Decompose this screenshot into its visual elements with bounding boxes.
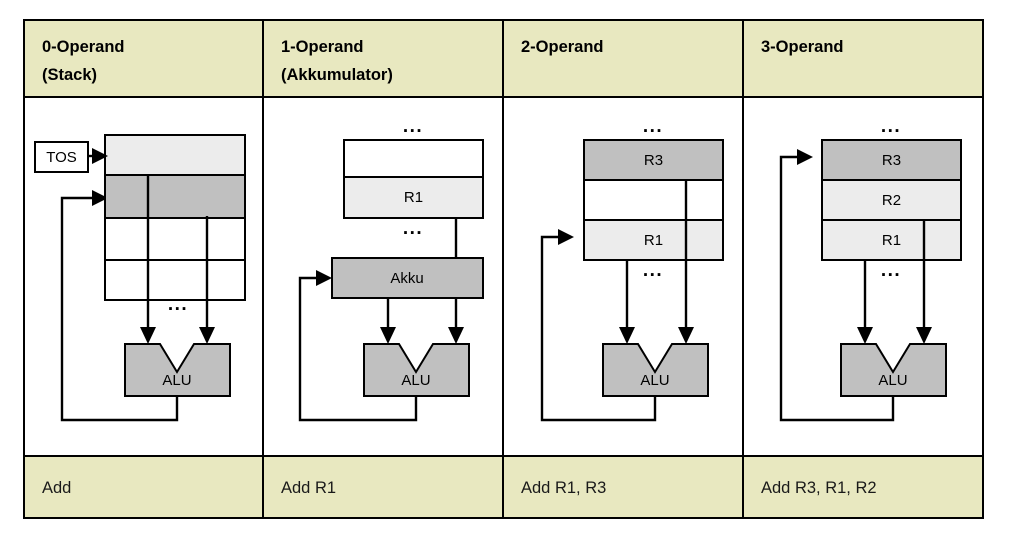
alu-shape-col2 [602, 343, 709, 397]
alu-feedback-arrowhead-col3 [797, 149, 813, 165]
alu-feedback-path-col3 [779, 155, 895, 422]
register-label-col3-2: R1 [882, 232, 901, 249]
register-dots-below-col2: ... [643, 260, 663, 281]
alu-feedback-path-col0 [60, 196, 179, 422]
stack-cell-0 [104, 134, 246, 176]
register-label-col1-1: R1 [404, 189, 423, 206]
alu-label-col2: ALU [640, 372, 669, 389]
alu-feedback-path-col1 [298, 276, 418, 422]
alu-label-col3: ALU [878, 372, 907, 389]
register-operand-arrow-left-col3 [857, 327, 873, 344]
alu-feedback-arrowhead-col1 [316, 270, 332, 286]
register-cell-col3-2 [821, 219, 962, 261]
stack-operand-arrow-left [140, 327, 156, 344]
register-cell-col1-0 [343, 139, 484, 178]
register-label-col3-1: R2 [882, 192, 901, 209]
register-dots-above-col3: ... [881, 116, 901, 137]
register-dots-below-col1: ... [403, 218, 423, 239]
register-cell-col2-2 [583, 219, 724, 261]
accumulator-operand-arrow-col1 [380, 327, 396, 344]
stack-operand-arrow-right [199, 327, 215, 344]
register-operand-arrow-left-col2 [619, 327, 635, 344]
alu-shape-col1 [363, 343, 470, 397]
alu-shape-col3 [840, 343, 947, 397]
stack-cell-1 [104, 174, 246, 219]
instruction-col3: Add R3, R1, R2 [761, 479, 877, 497]
header-title-col2-line1: 2-Operand [521, 38, 604, 56]
register-dots-below-col3: ... [881, 260, 901, 281]
register-operand-arrow-right-col2 [678, 327, 694, 344]
stack-cell-3 [104, 259, 246, 301]
register-cell-col1-1 [343, 176, 484, 219]
stack-cell-2 [104, 217, 246, 261]
register-operand-arrow-right-col1 [448, 327, 464, 344]
register-cell-col2-0 [583, 139, 724, 181]
alu-label-col1: ALU [401, 372, 430, 389]
diagram-col-0-operand: ... TOS ALU [34, 134, 246, 422]
diagram-col-2-operand: R3 R1 ... ... ALU [540, 116, 724, 422]
register-dots-above-col1: ... [403, 116, 423, 137]
alu-feedback-arrowhead-col0 [92, 190, 108, 206]
diagram-col-3-operand: R3 R2 R1 ... ... ALU [779, 116, 962, 422]
header-title-col3-line1: 3-Operand [761, 38, 844, 56]
header-title-col0-line2: (Stack) [42, 66, 97, 84]
stack-dots-inside: ... [168, 294, 188, 315]
header-title-col1-line2: (Akkumulator) [281, 66, 393, 84]
tos-pointer-arrowhead [92, 148, 108, 164]
instruction-col0: Add [42, 479, 71, 497]
alu-shape-col0 [124, 343, 231, 397]
alu-feedback-arrowhead-col2 [558, 229, 574, 245]
instruction-col1: Add R1 [281, 479, 336, 497]
header-title-col0-line1: 0-Operand [42, 38, 125, 56]
accumulator-box-col1 [331, 257, 484, 299]
register-operand-arrow-right-col3 [916, 327, 932, 344]
header-title-col1-line1: 1-Operand [281, 38, 364, 56]
register-label-col3-0: R3 [882, 152, 901, 169]
instruction-col2: Add R1, R3 [521, 479, 606, 497]
register-label-col2-2: R1 [644, 232, 663, 249]
register-label-col2-0: R3 [644, 152, 663, 169]
register-cell-col3-0 [821, 139, 962, 181]
alu-label-col0: ALU [162, 372, 191, 389]
register-dots-above-col2: ... [643, 116, 663, 137]
tos-pointer-label: TOS [46, 149, 77, 166]
diagram-col-1-operand: R1 ... ... Akku ALU [298, 116, 484, 422]
register-cell-col2-1 [583, 179, 724, 221]
accumulator-label-col1: Akku [390, 270, 423, 287]
alu-feedback-path-col2 [540, 235, 657, 422]
